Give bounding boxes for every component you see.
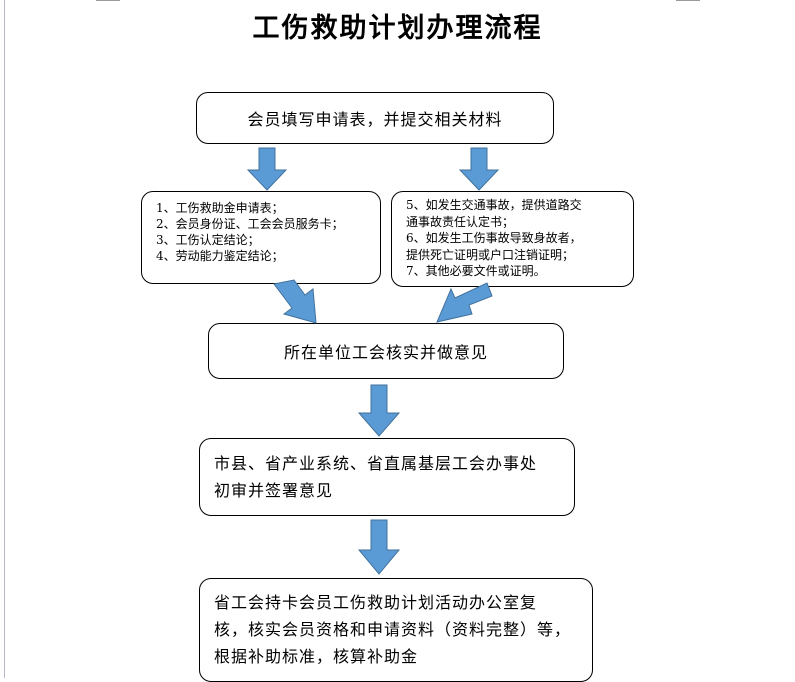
arrow-down-icon [246,147,288,191]
province-review-line: 省工会持卡会员工伤救助计划活动办公室复 [214,593,538,612]
city-review-box: 市县、省产业系统、省直属基层工会办事处 初审并签署意见 [199,438,575,516]
page-edge [4,0,5,678]
materials-left-item: 2、会员身份证、工会会员服务卡； [156,217,344,231]
page-title: 工伤救助计划办理流程 [252,13,543,44]
province-review-line: 核，核实会员资格和申请资料（资料完整）等， [214,620,572,639]
province-review-box: 省工会持卡会员工伤救助计划活动办公室复 核，核实会员资格和申请资料（资料完整）等… [199,578,593,682]
materials-left-box: 1、工伤救助金申请表； 2、会员身份证、工会会员服务卡； 3、工伤认定结论； 4… [141,191,381,284]
unit-review-box: 所在单位工会核实并做意见 [208,323,564,379]
materials-right-item: 通事故责任认定书； [406,214,515,229]
unit-review-text: 所在单位工会核实并做意见 [283,343,488,362]
materials-right-item: 7、其他必要文件或证明。 [406,264,546,278]
corner-mark-right [676,0,700,1]
materials-right-item: 6、如发生工伤事故导致身故者， [406,231,582,245]
arrow-diagonal-icon [436,282,493,323]
city-review-line: 市县、省产业系统、省直属基层工会办事处 [214,454,538,473]
materials-left-item: 4、劳动能力鉴定结论； [156,249,284,263]
materials-left-item: 3、工伤认定结论； [156,233,260,247]
step-apply-box: 会员填写申请表，并提交相关材料 [196,92,554,144]
step-apply-text: 会员填写申请表，并提交相关材料 [247,110,503,129]
materials-right-item: 提供死亡证明或户口注销证明； [406,247,575,262]
corner-mark-left [96,0,120,1]
arrow-diagonal-icon [273,279,317,324]
arrow-down-icon [357,519,401,575]
materials-right-item: 5、如发生交通事故，提供道路交 [406,198,582,212]
city-review-line: 初审并签署意见 [214,481,334,500]
materials-right-box: 5、如发生交通事故，提供道路交 通事故责任认定书； 6、如发生工伤事故导致身故者… [391,191,634,287]
materials-left-item: 1、工伤救助金申请表； [156,201,284,215]
arrow-down-icon [357,384,401,437]
arrow-down-icon [458,147,500,191]
province-review-line: 根据补助标准，核算补助金 [214,647,419,666]
